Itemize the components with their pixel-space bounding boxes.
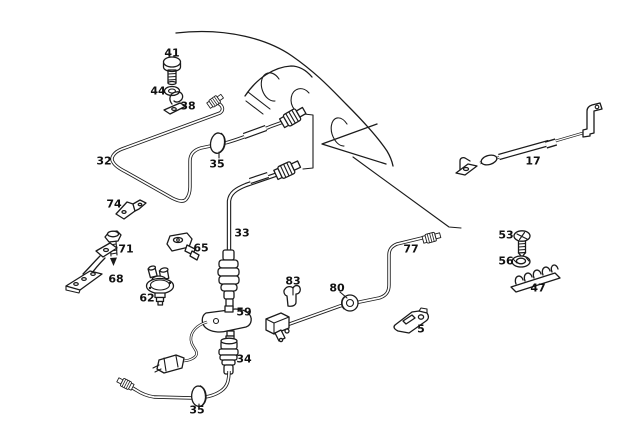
connector-34	[218, 337, 239, 375]
part-label-65: 65	[193, 241, 209, 255]
part-label-35: 35	[189, 403, 205, 417]
grommet-44	[163, 85, 181, 97]
panel-hole-3	[330, 117, 348, 147]
part-label-35: 35	[209, 157, 225, 171]
bracket-68	[65, 242, 118, 294]
part-label-68: 68	[108, 272, 124, 286]
pipe-77-elbow	[265, 312, 290, 343]
part-label-59: 59	[236, 305, 252, 319]
part-label-53: 53	[498, 228, 514, 242]
part-label-5: 5	[417, 322, 425, 336]
hose-33-end-fitting	[217, 249, 240, 309]
brake-line-32-and-hose	[110, 92, 309, 203]
wire-plug-connector	[152, 354, 185, 374]
part-label-62: 62	[139, 291, 155, 305]
part-label-56: 56	[498, 254, 514, 268]
part-label-47: 47	[530, 281, 546, 295]
clip-strip-47	[510, 264, 561, 293]
pipe-77-fitting	[421, 230, 442, 245]
washer-56	[511, 255, 531, 268]
part-label-83: 83	[285, 274, 301, 288]
panel-hole-1	[260, 72, 280, 102]
part-label-77: 77	[403, 242, 419, 256]
t-connector-59	[201, 305, 252, 342]
group-bracket	[302, 113, 314, 170]
hose-clip-35-upper	[208, 131, 228, 155]
pipe-end-fitting	[115, 375, 135, 392]
part-label-33: 33	[234, 226, 250, 240]
part-label-71: 71	[118, 242, 134, 256]
grommet-80	[340, 294, 359, 312]
bolt-71	[104, 230, 122, 266]
part-label-32: 32	[96, 154, 112, 168]
bracket-74	[115, 199, 147, 220]
valve-62	[145, 265, 175, 306]
clip-83	[283, 284, 301, 307]
body-panel-outline	[175, 30, 462, 229]
rod-17	[455, 102, 603, 176]
part-label-41: 41	[164, 46, 180, 60]
hose-connector-lower	[272, 157, 303, 182]
leader-line-77	[352, 156, 462, 229]
part-label-34: 34	[236, 352, 252, 366]
part-label-74: 74	[106, 197, 122, 211]
part-label-38: 38	[180, 99, 196, 113]
bolt-41	[162, 56, 182, 86]
bracket-38	[163, 91, 187, 115]
bracket-5	[393, 307, 430, 334]
part-label-80: 80	[329, 281, 345, 295]
part-label-44: 44	[150, 84, 166, 98]
pipe-77-assembly	[265, 230, 442, 343]
hose-33-assembly	[115, 157, 303, 408]
sensor-65	[166, 232, 200, 261]
screw-53	[513, 230, 531, 258]
part-label-17: 17	[525, 154, 541, 168]
